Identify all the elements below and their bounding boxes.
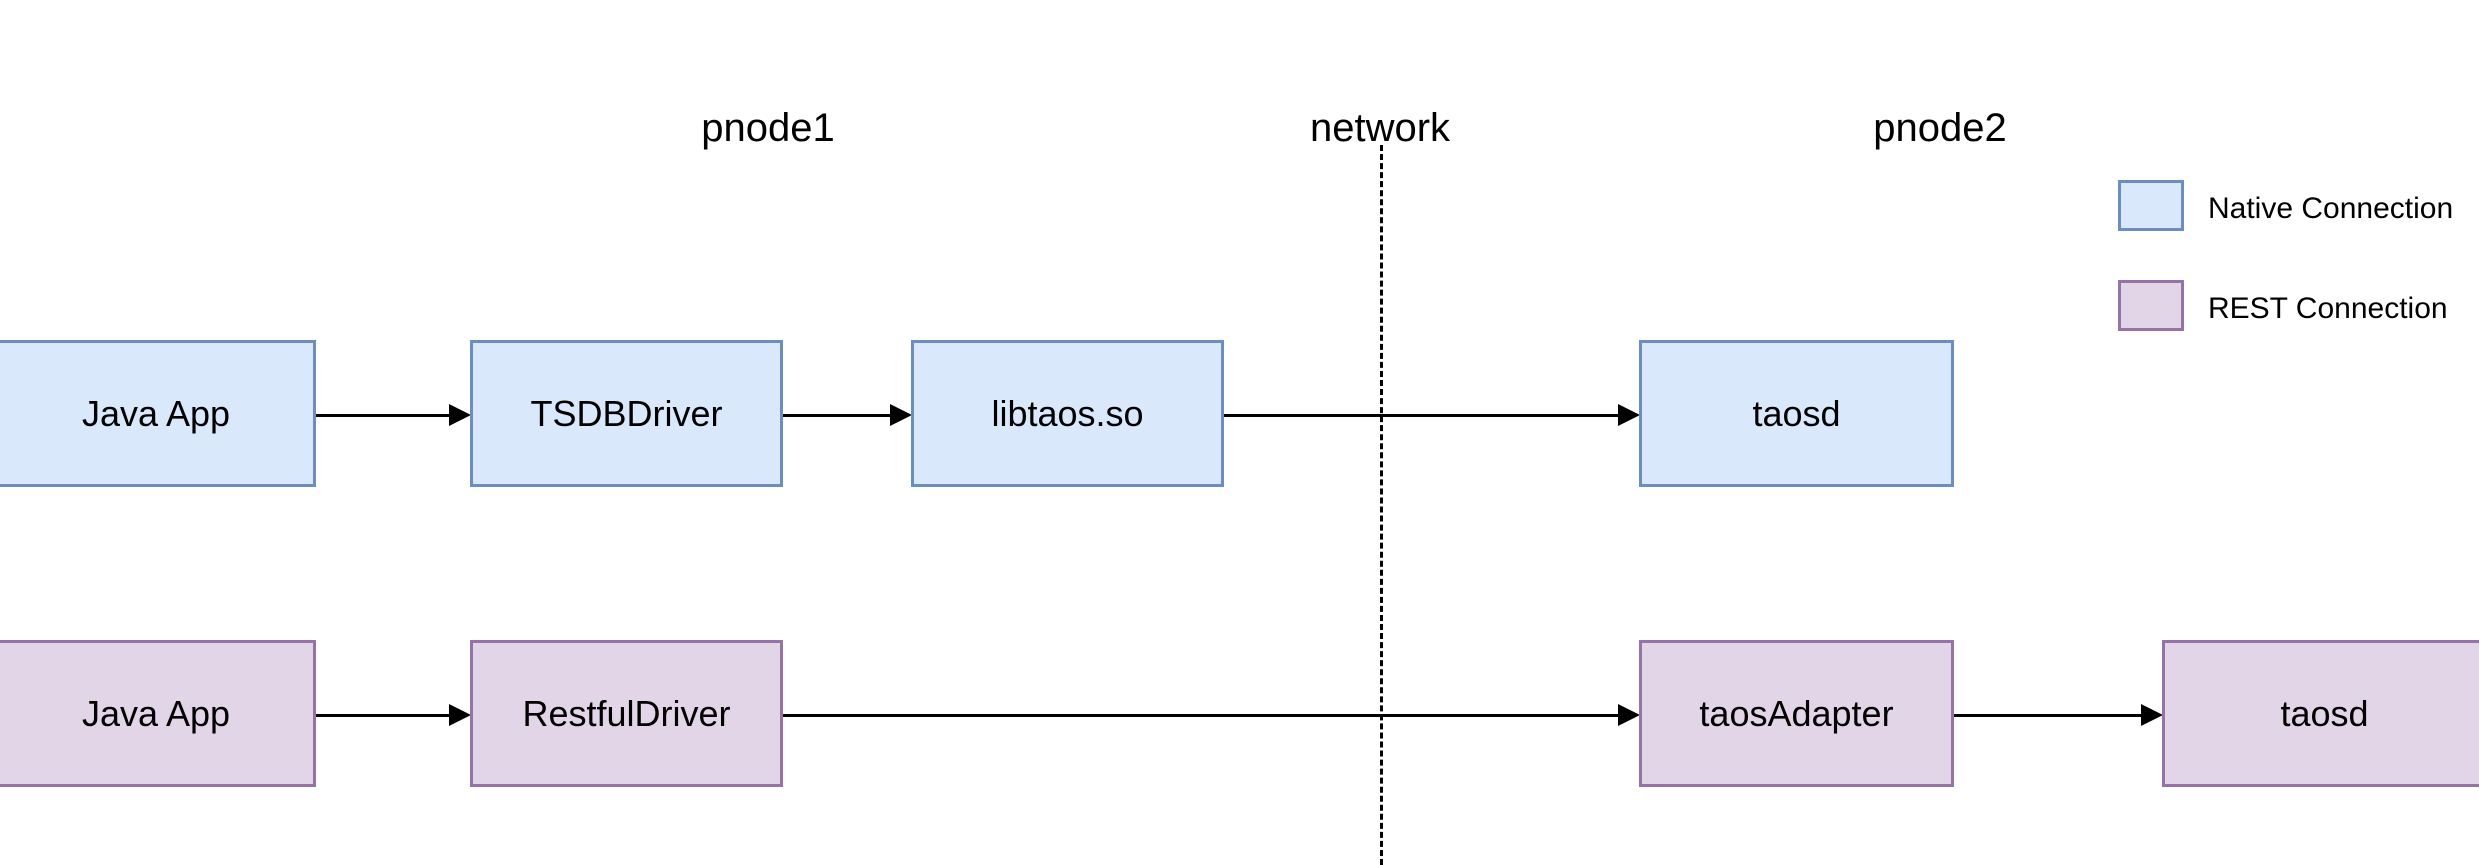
arrow-javaapp-to-restfuldriver (316, 713, 451, 717)
arrow-javaapp-to-tsdbdriver (316, 413, 451, 417)
node-label-java-app-rest: Java App (81, 692, 231, 734)
node-label-taos-adapter: taosAdapter (1699, 692, 1894, 734)
arrow-restfuldriver-to-adapter (783, 713, 1620, 717)
node-box-taosd-native[interactable]: taosd (1639, 340, 1954, 487)
arrow-libtaos-to-taosd (1224, 413, 1620, 417)
zone-label-pnode1: pnode1 (701, 106, 835, 150)
arrow-javaapp-to-tsdbdriver-head (449, 403, 471, 426)
node-box-java-app-native[interactable]: Java App (0, 340, 316, 487)
node-box-libtaos-so[interactable]: libtaos.so (911, 340, 1224, 487)
node-label-libtaos-so: libtaos.so (991, 392, 1144, 434)
node-box-taos-adapter[interactable]: taosAdapter (1639, 640, 1954, 787)
zone-label-pnode2: pnode2 (1873, 106, 2007, 150)
node-box-restful-driver[interactable]: RestfulDriver (470, 640, 783, 787)
node-label-taosd-native: taosd (1752, 392, 1841, 434)
node-label-tsdb-driver: TSDBDriver (530, 392, 723, 434)
legend-native-label: Native Connection (2208, 192, 2454, 225)
legend-rest-label: REST Connection (2208, 292, 2448, 325)
node-label-java-app-native: Java App (81, 392, 231, 434)
zone-label-network: network (1309, 106, 1451, 150)
node-box-tsdb-driver[interactable]: TSDBDriver (470, 340, 783, 487)
node-box-java-app-rest[interactable]: Java App (0, 640, 316, 787)
node-label-taosd-rest: taosd (2280, 692, 2369, 734)
legend-native-swatch (2118, 180, 2184, 231)
node-label-restful-driver: RestfulDriver (522, 692, 731, 734)
arrow-libtaos-to-taosd-head (1618, 403, 1640, 426)
arrow-tsdbdriver-to-libtaos (783, 413, 892, 417)
node-box-taosd-rest[interactable]: taosd (2162, 640, 2479, 787)
network-boundary (1380, 145, 1383, 865)
arrow-tsdbdriver-to-libtaos-head (890, 403, 912, 426)
arrow-adapter-to-taosd-head (2141, 703, 2163, 726)
arrow-adapter-to-taosd (1954, 713, 2143, 717)
arrow-restfuldriver-to-adapter-head (1618, 703, 1640, 726)
legend-rest-swatch (2118, 280, 2184, 331)
arrow-javaapp-to-restfuldriver-head (449, 703, 471, 726)
